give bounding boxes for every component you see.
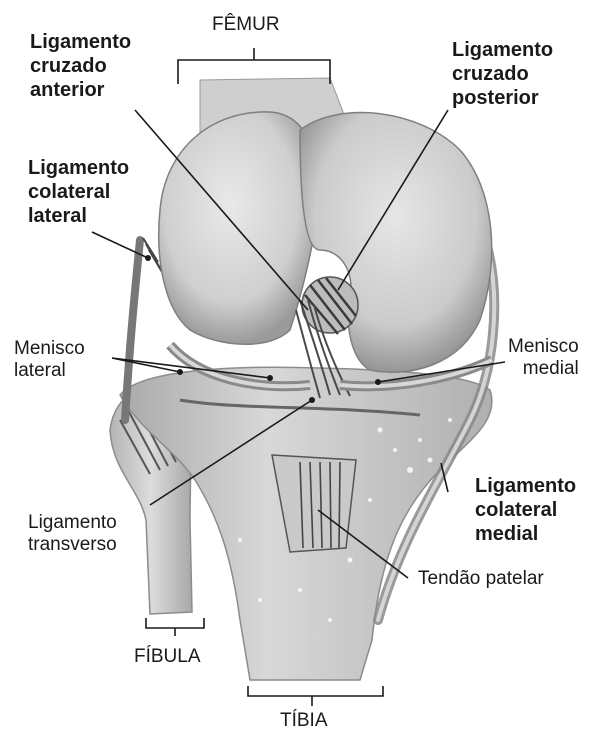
pcl-line-2: cruzado [452, 62, 553, 86]
transverse-ligament-label: Ligamento transverso [28, 512, 117, 556]
tibia-bracket [248, 686, 383, 706]
anterior-cruciate-ligament-label: Ligamento cruzado anterior [30, 30, 131, 102]
lat-meniscus-line-2: lateral [14, 360, 85, 382]
transverse-line-1: Ligamento [28, 512, 117, 534]
fibula-bracket [146, 618, 204, 636]
medial-meniscus-label: Menisco medial [508, 336, 579, 380]
lcl-line-3: lateral [28, 204, 129, 228]
med-meniscus-line-1: Menisco [508, 336, 579, 358]
mcl-line-3: medial [475, 522, 576, 546]
medial-collateral-ligament-label: Ligamento colateral medial [475, 474, 576, 546]
femur-lateral-condyle [159, 112, 318, 344]
tibia-label: TÍBIA [280, 710, 328, 731]
mcl-line-1: Ligamento [475, 474, 576, 498]
acl-line-2: cruzado [30, 54, 131, 78]
patellar-tendon-label: Tendão patelar [418, 568, 544, 590]
acl-line-1: Ligamento [30, 30, 131, 54]
lcl-line-2: colateral [28, 180, 129, 204]
lat-meniscus-line-1: Menisco [14, 338, 85, 360]
transverse-line-2: transverso [28, 534, 117, 556]
med-meniscus-line-2: medial [508, 358, 579, 380]
femur-label: FÊMUR [212, 14, 280, 36]
acl-line-3: anterior [30, 78, 131, 102]
fibula-label: FÍBULA [134, 646, 201, 668]
lateral-collateral-ligament-label: Ligamento colateral lateral [28, 156, 129, 228]
lateral-meniscus-label: Menisco lateral [14, 338, 85, 382]
posterior-cruciate-ligament-label: Ligamento cruzado posterior [452, 38, 553, 110]
mcl-line-2: colateral [475, 498, 576, 522]
lcl-line-1: Ligamento [28, 156, 129, 180]
pcl-line-1: Ligamento [452, 38, 553, 62]
pcl-line-3: posterior [452, 86, 553, 110]
